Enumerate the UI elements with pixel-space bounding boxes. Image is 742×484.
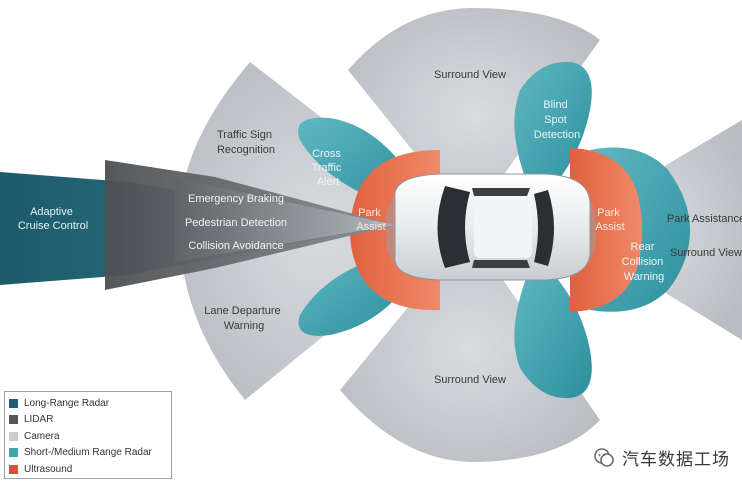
lane-departure-label: Lane Departure Warning [204, 305, 284, 332]
camera-sector-top [348, 8, 600, 222]
ultrasound-rear [570, 148, 642, 312]
acc-label-line2: Cruise Control [18, 220, 88, 232]
collision-avoidance-label: Collision Avoidance [188, 240, 283, 252]
cross-traffic-line2: Traffic [311, 162, 341, 174]
rear-collision-label: Rear Collision Warning [622, 241, 667, 283]
lane-departure-line2: Warning [224, 320, 265, 332]
acc-label: Adaptive Cruise Control [18, 206, 88, 232]
legend-label: Ultrasound [24, 463, 73, 475]
legend-item: Camera [9, 428, 167, 445]
rear-collision-line1: Rear [631, 241, 655, 253]
legend-item: LIDAR [9, 412, 167, 429]
traffic-sign-line2: Recognition [217, 144, 275, 156]
legend: Long-Range Radar LIDAR Camera Short-/Med… [4, 391, 172, 479]
rear-collision-line2: Collision [622, 256, 664, 268]
traffic-sign-label: Traffic Sign Recognition [217, 129, 275, 156]
car-side-window-top [472, 188, 530, 196]
cross-traffic-line1: Cross [312, 148, 341, 160]
blind-spot-label: Blind Spot Detection [534, 99, 580, 141]
park-assist-rear-line1: Park [597, 207, 620, 219]
emergency-braking-label: Emergency Braking [188, 193, 284, 205]
rear-collision-line3: Warning [624, 271, 665, 283]
park-assist-front-label: Park Assist [356, 207, 385, 233]
legend-label: Long-Range Radar [24, 397, 110, 409]
blind-spot-line3: Detection [534, 129, 580, 141]
legend-swatch-ultrasound [9, 464, 18, 474]
park-assist-rear-label: Park Assist [595, 207, 624, 233]
blind-spot-line1: Blind [543, 99, 567, 111]
surround-view-bottom-label: Surround View [434, 374, 506, 386]
pedestrian-detection-label: Pedestrian Detection [185, 217, 287, 229]
watermark-text: 汽车数据工场 [622, 450, 730, 470]
legend-label: Camera [24, 430, 60, 442]
car-windshield [437, 186, 470, 268]
car-side-window-bottom [472, 260, 530, 268]
car-rear-window [534, 190, 554, 266]
cross-traffic-line3: Alert [317, 176, 340, 188]
legend-swatch-long-range-radar [9, 398, 18, 408]
park-assist-rear-line2: Assist [595, 221, 624, 233]
acc-label-line1: Adaptive [30, 206, 73, 218]
lane-departure-line1: Lane Departure [204, 305, 280, 317]
legend-item: Ultrasound [9, 461, 167, 478]
wechat-icon [594, 447, 614, 467]
camera-sector-bottom [340, 232, 600, 462]
surround-view-top-label: Surround View [434, 69, 506, 81]
park-assist-front-line1: Park [358, 207, 381, 219]
front-camera-beam [175, 178, 395, 262]
legend-item: Long-Range Radar [9, 395, 167, 412]
legend-swatch-lidar [9, 415, 18, 425]
park-assist-front-line2: Assist [356, 221, 385, 233]
radar-lobe-blind-spot-top [514, 61, 592, 195]
legend-swatch-camera [9, 431, 18, 441]
car [386, 173, 596, 281]
legend-swatch-short-medium-radar [9, 448, 18, 458]
legend-item: Short-/Medium Range Radar [9, 445, 167, 462]
traffic-sign-line1: Traffic Sign [217, 129, 272, 141]
cross-traffic-label: Cross Traffic Alert [311, 148, 344, 188]
park-assistance-right-label: Park Assistance [667, 213, 742, 225]
blind-spot-line2: Spot [544, 114, 567, 126]
legend-label: LIDAR [24, 414, 54, 426]
radar-lobe-blind-spot-bottom [514, 265, 592, 399]
watermark: 汽车数据工场 [592, 445, 730, 470]
car-roof [474, 198, 532, 258]
surround-view-right-label: Surround View [670, 247, 742, 259]
legend-label: Short-/Medium Range Radar [24, 447, 152, 459]
